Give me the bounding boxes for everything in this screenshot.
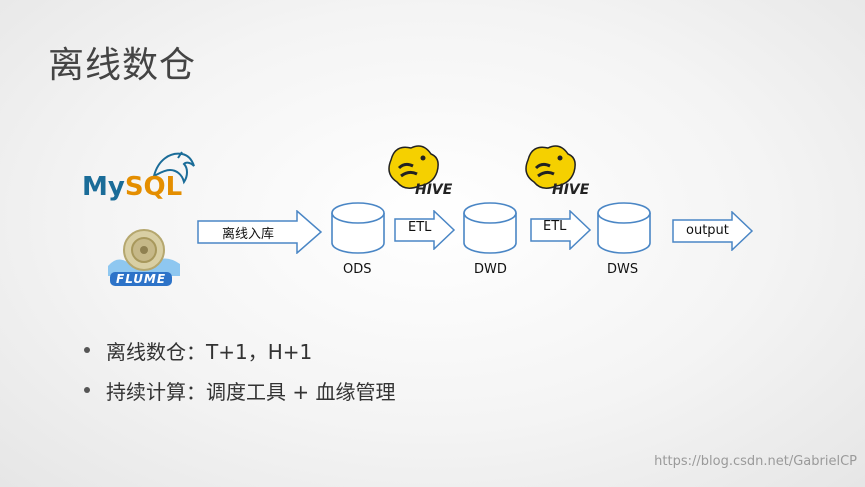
- hive-wordmark: HIVE: [552, 182, 590, 198]
- mysql-logo: MySQL: [82, 146, 200, 210]
- flume-wordmark: FLUME: [110, 272, 173, 286]
- ingest-label: 离线入库: [222, 227, 275, 242]
- dolphin-icon: [152, 151, 195, 185]
- ingest-arrow: [197, 210, 323, 254]
- etl-label-1: ETL: [408, 220, 432, 235]
- etl-label-2: ETL: [543, 219, 567, 234]
- layer-dws-label: DWS: [607, 262, 639, 277]
- bullet-text: 离线数仓：T+1，H+1: [106, 339, 313, 364]
- database-ods-icon: [330, 201, 386, 259]
- hive-logo-1: HIVE: [383, 142, 452, 202]
- mysql-wordmark: MySQL: [82, 172, 182, 202]
- bullet-dot-icon: [84, 347, 90, 353]
- layer-dwd-label: DWD: [474, 262, 507, 277]
- output-arrow: [672, 211, 754, 251]
- hive-wordmark: HIVE: [415, 182, 453, 198]
- slide-title: 离线数仓: [48, 45, 197, 86]
- flume-logo: FLUME: [104, 228, 184, 288]
- mysql-suffix: SQL: [124, 172, 183, 202]
- watermark: https://blog.csdn.net/GabrielCP: [654, 454, 857, 469]
- etl-arrow-1: [394, 210, 456, 250]
- bullet-item: 持续计算：调度工具 + 血缘管理: [80, 370, 395, 410]
- bullet-dot-icon: [84, 387, 90, 393]
- mysql-prefix: My: [82, 172, 125, 202]
- database-dwd-icon: [462, 201, 518, 259]
- bullet-item: 离线数仓：T+1，H+1: [80, 330, 395, 370]
- bullet-list: 离线数仓：T+1，H+1 持续计算：调度工具 + 血缘管理: [80, 330, 395, 410]
- hive-bee-icon: [525, 145, 576, 189]
- hive-bee-icon: [388, 145, 439, 189]
- etl-arrow-2: [530, 210, 592, 250]
- bullet-text: 持续计算：调度工具 + 血缘管理: [106, 379, 396, 404]
- database-dws-icon: [596, 201, 652, 259]
- layer-ods-label: ODS: [343, 262, 372, 277]
- hive-logo-2: HIVE: [520, 142, 589, 202]
- flume-wheel-icon: [108, 229, 180, 276]
- output-label: output: [686, 223, 729, 238]
